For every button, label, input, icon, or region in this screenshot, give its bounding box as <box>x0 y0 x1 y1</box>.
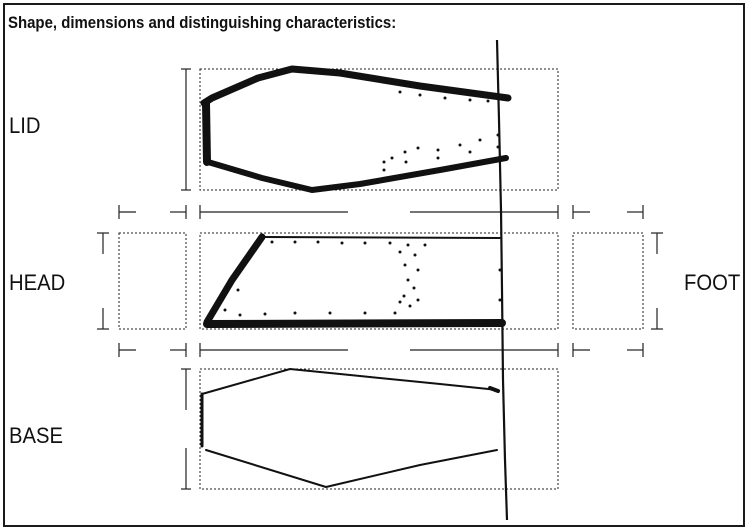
lid-sketch <box>200 65 512 193</box>
lid-texture-dots <box>382 90 500 172</box>
side-sketch <box>203 233 506 328</box>
label-foot: FOOT <box>684 270 741 295</box>
page-title: Shape, dimensions and distinguishing cha… <box>8 13 397 32</box>
side-texture-dots <box>223 240 502 317</box>
section-cut-line <box>495 39 509 521</box>
lid-dotted-frame <box>199 68 559 191</box>
label-base: BASE <box>9 423 64 448</box>
label-lid: LID <box>9 113 41 138</box>
label-head: HEAD <box>9 270 66 295</box>
base-sketch <box>200 368 500 488</box>
foot-end-dotted-frame <box>572 232 644 330</box>
side-dotted-frame <box>199 232 559 330</box>
base-dotted-frame <box>199 368 559 490</box>
dimension-marks <box>97 68 663 490</box>
sheet-border <box>3 3 745 527</box>
head-end-dotted-frame <box>118 232 187 330</box>
